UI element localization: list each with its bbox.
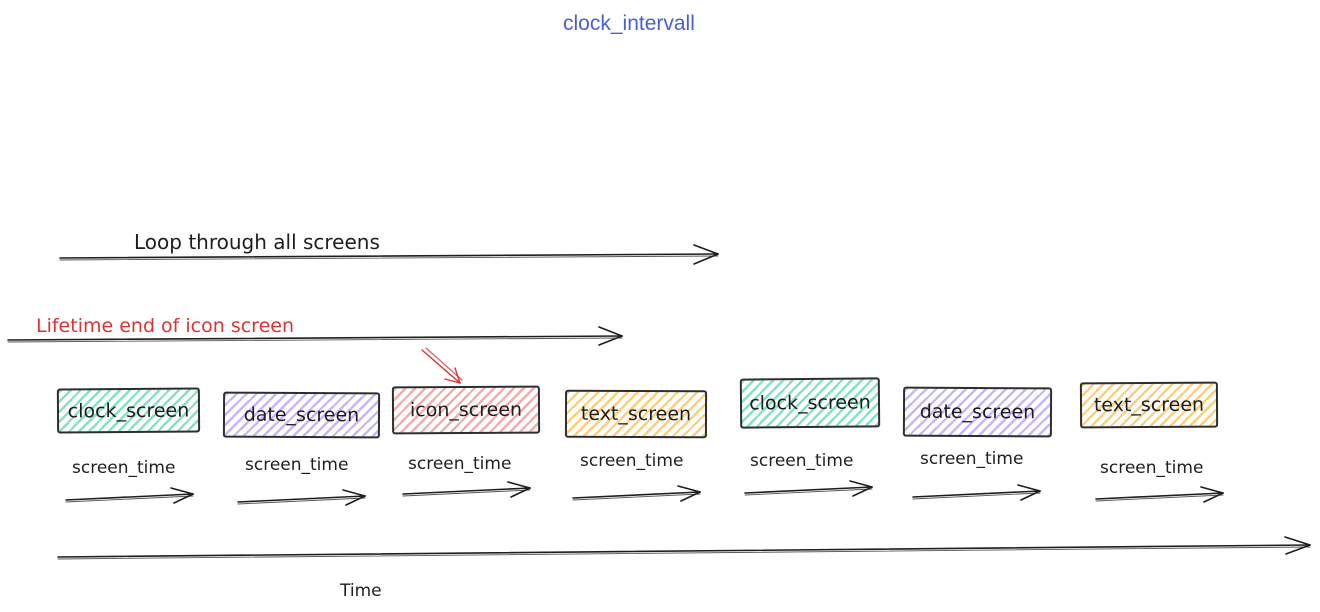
- screen-box-label: icon_screen: [409, 398, 523, 422]
- screen-time-arrow[interactable]: [235, 488, 370, 508]
- screen-time-arrow[interactable]: [63, 486, 198, 506]
- screen-time-label[interactable]: screen_time: [408, 454, 512, 474]
- screen-box-label: text_screen: [1093, 393, 1205, 417]
- screen-box-icon-1[interactable]: icon_screen: [391, 385, 541, 435]
- diagram-title[interactable]: clock_intervall: [563, 12, 695, 35]
- lifetime-arrow[interactable]: [0, 324, 640, 350]
- screen-box-clock-1[interactable]: clock_screen: [56, 387, 201, 434]
- screen-time-arrow[interactable]: [1093, 485, 1228, 505]
- screen-box-text-2[interactable]: text_screen: [1079, 381, 1219, 429]
- screen-time-label[interactable]: screen_time: [750, 451, 854, 471]
- screen-time-label[interactable]: screen_time: [920, 449, 1024, 469]
- screen-box-clock-2[interactable]: clock_screen: [739, 377, 881, 429]
- screen-box-text-1[interactable]: text_screen: [564, 389, 708, 439]
- icon-screen-pointer-arrow[interactable]: [412, 346, 472, 391]
- screen-time-arrow[interactable]: [742, 479, 877, 499]
- screen-time-label[interactable]: screen_time: [580, 451, 684, 471]
- screen-box-label: clock_screen: [67, 399, 190, 422]
- time-axis-arrow[interactable]: [48, 536, 1318, 562]
- screen-time-label[interactable]: screen_time: [245, 455, 349, 475]
- time-axis-label[interactable]: Time: [340, 581, 382, 601]
- screen-time-arrow[interactable]: [570, 484, 705, 504]
- screen-time-label[interactable]: screen_time: [72, 458, 176, 478]
- screen-time-arrow[interactable]: [910, 483, 1045, 503]
- screen-time-label[interactable]: screen_time: [1100, 458, 1204, 478]
- loop-arrow[interactable]: [50, 242, 730, 270]
- screen-box-date-2[interactable]: date_screen: [902, 386, 1053, 438]
- screen-time-arrow[interactable]: [400, 480, 535, 500]
- loop-arrow-label[interactable]: Loop through all screens: [134, 230, 380, 254]
- lifetime-arrow-label[interactable]: Lifetime end of icon screen: [36, 315, 294, 337]
- screen-box-label: clock_screen: [749, 391, 871, 415]
- screen-box-label: date_screen: [243, 403, 360, 427]
- screen-box-label: date_screen: [919, 400, 1036, 424]
- screen-box-label: text_screen: [580, 402, 692, 426]
- screen-box-date-1[interactable]: date_screen: [222, 391, 381, 439]
